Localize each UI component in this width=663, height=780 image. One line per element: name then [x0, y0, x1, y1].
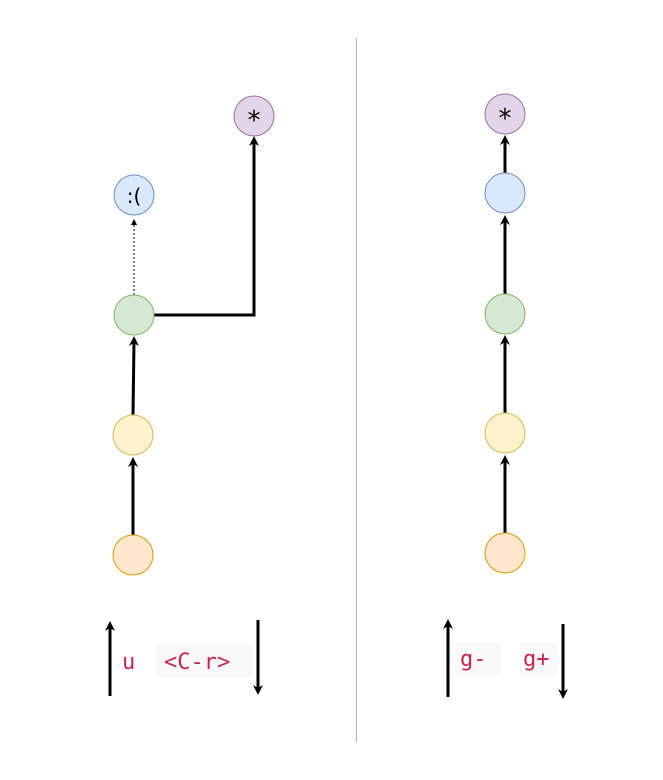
- redo-key-label: <C-r>: [164, 650, 230, 675]
- left-node-purple: [233, 95, 275, 137]
- right-node-yellow: [484, 412, 526, 454]
- left-node-blue: [113, 174, 155, 216]
- left-key-legend: u <C-r>: [105, 620, 263, 696]
- left-edge-n2-n3: [128, 336, 139, 416]
- left-node-blue-label: :(: [127, 184, 142, 208]
- right-node-purple-label: *: [499, 104, 512, 134]
- g-plus-key-bg: [520, 642, 558, 676]
- left-node-yellow: [112, 414, 154, 456]
- right-key-legend: g- g+: [443, 619, 568, 699]
- left-node-purple-label: *: [248, 106, 261, 136]
- right-tree: *: [484, 93, 526, 574]
- g-plus-key-label: g+: [523, 647, 550, 672]
- right-node-purple: [484, 93, 526, 135]
- right-node-orange: [484, 532, 526, 574]
- redo-key-bg: [156, 644, 253, 678]
- undo-key-label: u: [122, 650, 135, 675]
- g-minus-key-label: g-: [460, 647, 487, 672]
- right-node-green: [484, 293, 526, 335]
- left-edge-n3-n5: [154, 136, 259, 317]
- left-node-green: [113, 294, 155, 336]
- left-node-orange: [112, 534, 154, 576]
- right-node-blue: [484, 172, 526, 214]
- left-tree: :( *: [112, 95, 275, 576]
- g-minus-key-bg: [455, 642, 501, 676]
